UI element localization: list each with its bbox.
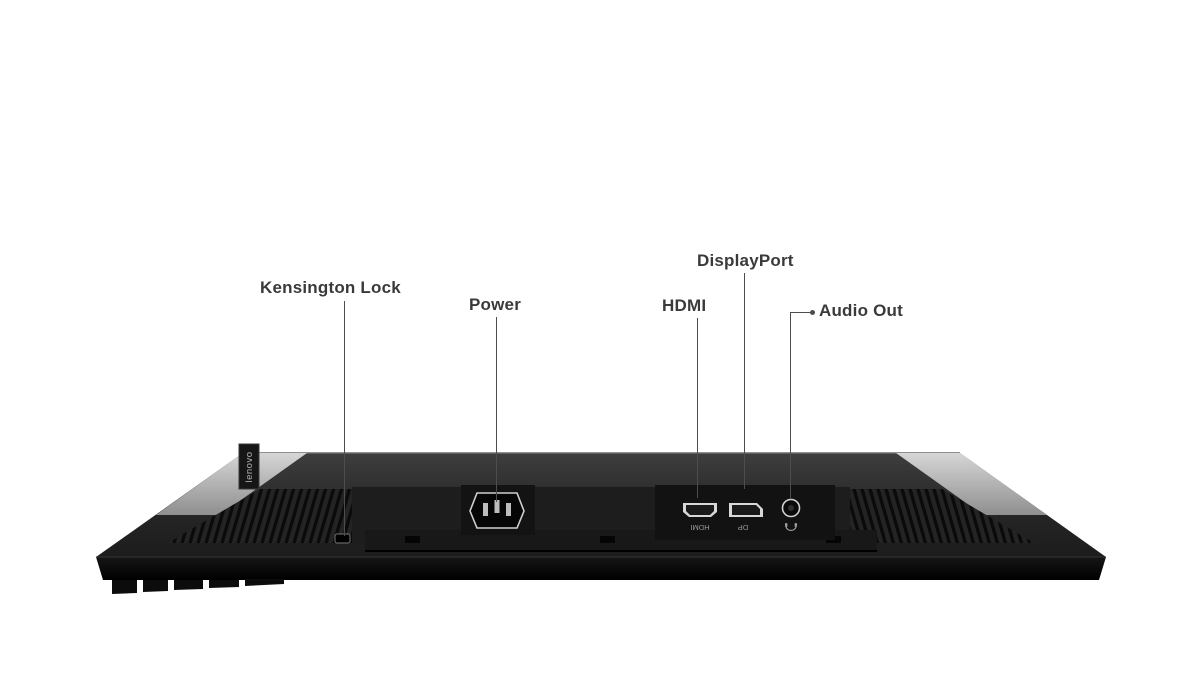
vent-grille-left bbox=[168, 489, 352, 543]
vent-grille-right bbox=[850, 489, 1034, 543]
leader-line-displayport bbox=[744, 273, 745, 489]
callout-label-hdmi: HDMI bbox=[662, 296, 707, 315]
leader-line-power bbox=[496, 317, 497, 502]
corner-trim-left bbox=[156, 453, 307, 515]
callout-label-kensington-lock: Kensington Lock bbox=[260, 278, 401, 297]
lenovo-logo-tab: lenovo bbox=[238, 443, 260, 490]
port-panel: HDMI DP bbox=[655, 485, 835, 540]
callout-label-audio-out: Audio Out bbox=[819, 301, 903, 320]
kensington-slot bbox=[334, 533, 351, 544]
leader-line-hdmi bbox=[697, 318, 698, 498]
port-marking-displayport: DP bbox=[738, 523, 748, 532]
leader-line-kensington bbox=[344, 301, 345, 536]
lenovo-logo-text: lenovo bbox=[244, 452, 255, 483]
monitor-bottom-edge bbox=[96, 556, 1106, 580]
audio-jack bbox=[781, 498, 801, 518]
power-inlet bbox=[461, 485, 535, 535]
callout-label-power: Power bbox=[469, 295, 522, 314]
port-marking-hdmi: HDMI bbox=[690, 523, 709, 532]
leader-line-audio-horizontal bbox=[790, 312, 814, 313]
headphone-icon bbox=[785, 523, 797, 532]
corner-trim-right bbox=[896, 453, 1047, 515]
displayport-port bbox=[729, 503, 763, 517]
control-buttons bbox=[112, 579, 284, 594]
callout-label-displayport: DisplayPort bbox=[697, 251, 794, 270]
leader-line-audio-vertical bbox=[790, 312, 791, 499]
hdmi-port bbox=[683, 503, 717, 517]
